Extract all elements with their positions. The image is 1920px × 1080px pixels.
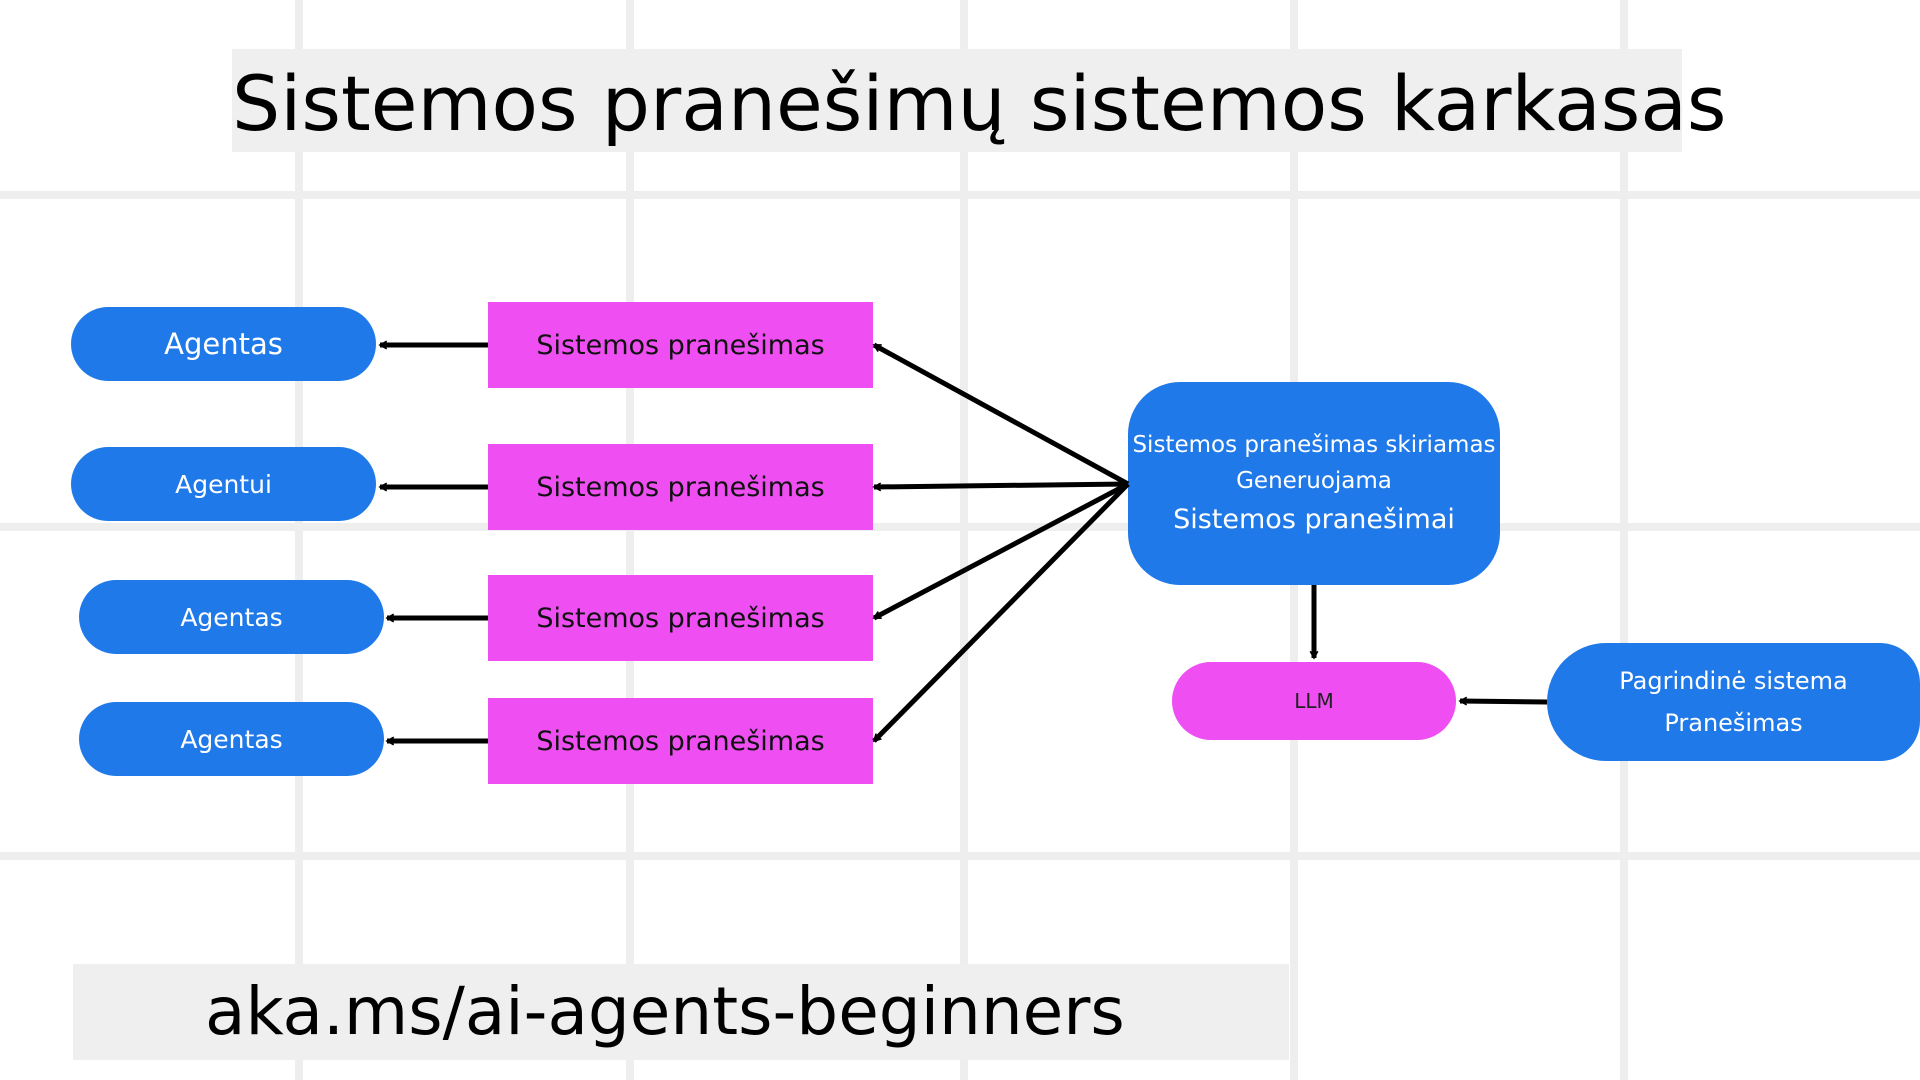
title-background	[232, 49, 1682, 152]
arrow-generator-to-prompt4	[872, 482, 1130, 743]
llm-node: LLM	[1172, 662, 1456, 740]
footer-background	[73, 964, 1289, 1060]
agent-node-4: Agentas	[79, 702, 384, 776]
system-prompt-label: Sistemos pranešimas	[536, 725, 825, 757]
generator-line-2: Generuojama	[1236, 468, 1392, 494]
arrow-generator-to-prompt1	[874, 342, 1130, 487]
agent-label: Agentui	[175, 469, 272, 499]
agent-node-2: Agentui	[71, 447, 376, 521]
core-line-1: Pagrindinė sistema	[1619, 667, 1848, 695]
system-prompt-label: Sistemos pranešimas	[536, 471, 825, 503]
agent-label: Agentas	[180, 602, 283, 632]
generator-line-1: Sistemos pranešimas skiriamas	[1132, 432, 1496, 458]
system-prompt-node-4: Sistemos pranešimas	[488, 698, 873, 784]
agent-label: Agentas	[164, 327, 283, 361]
agent-node-3: Agentas	[79, 580, 384, 654]
prompt-generator-node: Sistemos pranešimas skiriamas Generuojam…	[1128, 382, 1500, 585]
agent-label: Agentas	[180, 724, 283, 754]
page-title: Sistemos pranešimų sistemos karkasas	[232, 59, 1727, 148]
core-line-2: Pranešimas	[1664, 709, 1803, 737]
system-prompt-node-2: Sistemos pranešimas	[488, 444, 873, 530]
arrow-generator-to-prompt3	[874, 481, 1130, 621]
system-prompt-node-3: Sistemos pranešimas	[488, 575, 873, 661]
footer-link: aka.ms/ai-agents-beginners	[205, 973, 1125, 1050]
system-prompt-node-1: Sistemos pranešimas	[488, 302, 873, 388]
llm-label: LLM	[1294, 689, 1334, 713]
arrow-core-to-llm	[1460, 701, 1548, 702]
core-system-prompt-node: Pagrindinė sistema Pranešimas	[1547, 643, 1920, 761]
system-prompt-label: Sistemos pranešimas	[536, 602, 825, 634]
agent-node-1: Agentas	[71, 307, 376, 381]
generator-line-3: Sistemos pranešimai	[1173, 504, 1455, 535]
system-prompt-label: Sistemos pranešimas	[536, 329, 825, 361]
arrow-generator-to-prompt2	[874, 481, 1129, 487]
